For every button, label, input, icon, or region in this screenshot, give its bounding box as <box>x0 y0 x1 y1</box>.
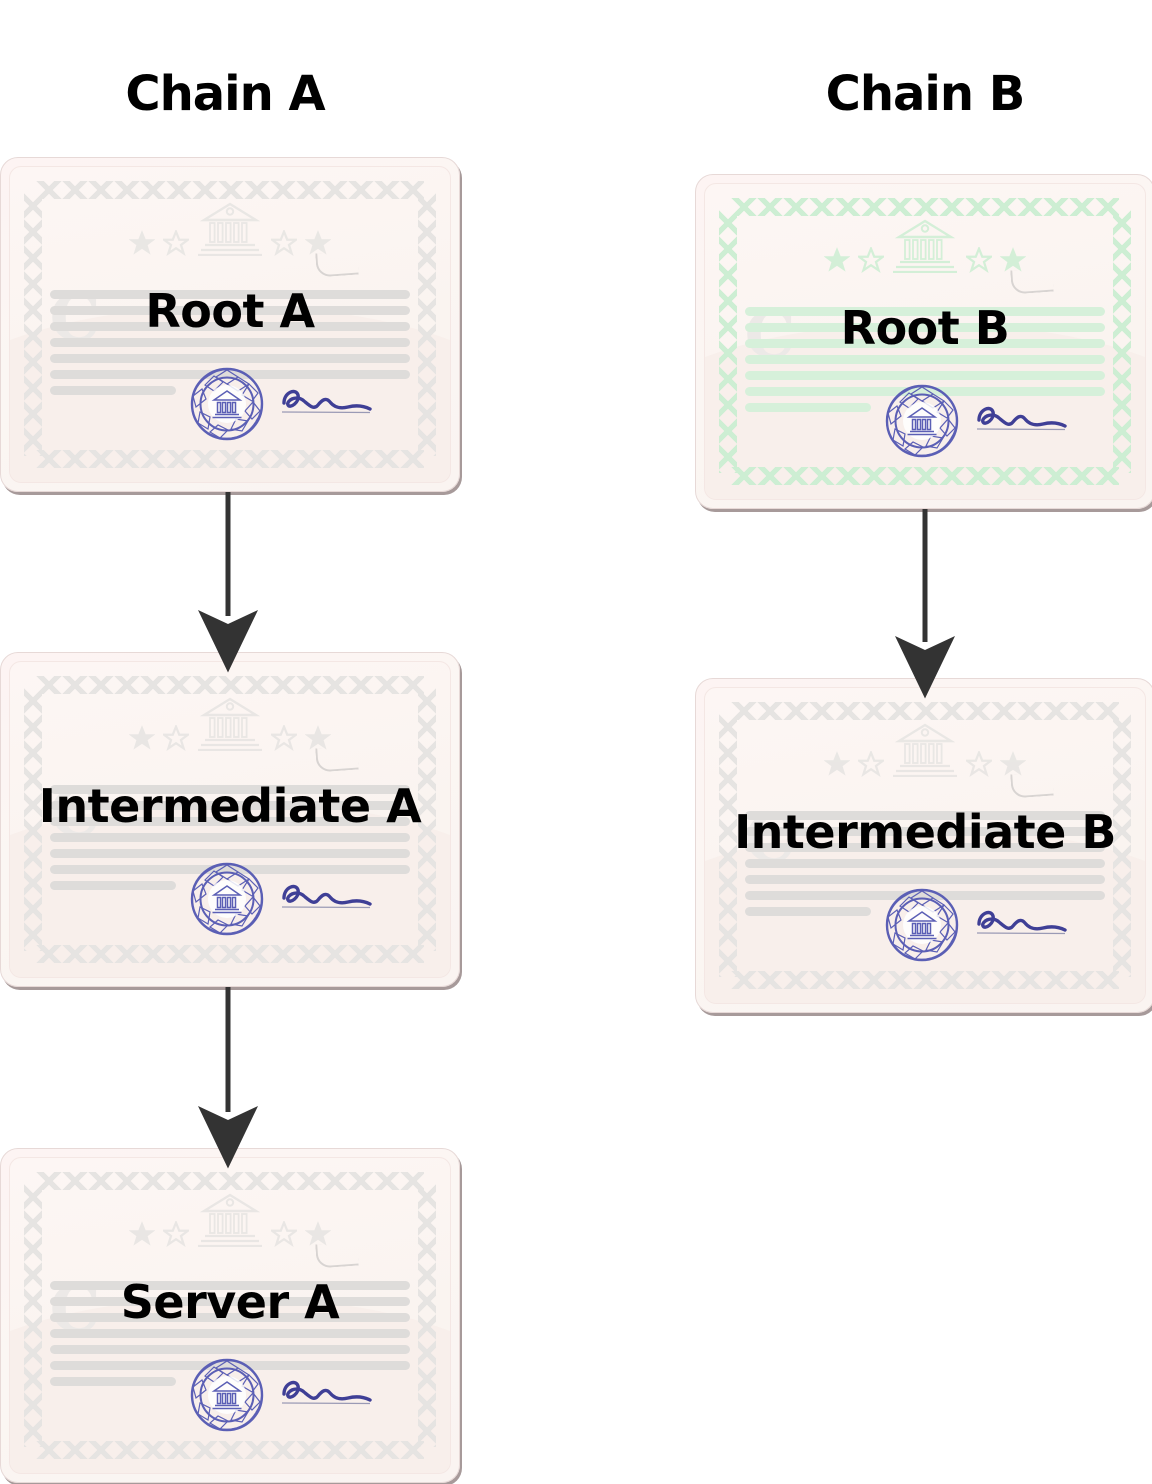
certificate-text-line <box>744 858 1106 868</box>
ornament-band-v-left <box>719 714 737 977</box>
column-title-chain-a: Chain A <box>125 66 325 122</box>
certificate-body-lines <box>49 784 411 897</box>
certificate-text-line <box>49 1312 411 1322</box>
ornament-band-v-left <box>24 1184 42 1447</box>
ornament-band-v-right <box>418 193 436 456</box>
certificate-text-line <box>49 848 411 858</box>
ornament-band-h-bot <box>731 971 1119 989</box>
certificate-body-lines <box>744 810 1106 923</box>
certificate-label-root-b: Root B <box>840 301 1010 356</box>
certificate-label-intermediate-a: Intermediate A <box>38 779 422 834</box>
certificate-text-line <box>744 906 871 916</box>
ornament-band-v-right <box>1113 714 1131 977</box>
ornament-band-v-right <box>418 1184 436 1447</box>
certificate-text-line <box>744 890 1106 900</box>
column-title-chain-b: Chain B <box>825 66 1026 122</box>
certificate-inner-frame: C <box>9 166 451 483</box>
certificate-text-line <box>744 826 1106 836</box>
certificate-text-line <box>49 1296 411 1306</box>
ornament-band-h-bot <box>36 450 424 468</box>
certificate-text-line <box>49 353 411 363</box>
certificate-text-line <box>49 289 411 299</box>
ornament-band-v-left <box>24 688 42 951</box>
certificate-text-line <box>744 370 1106 380</box>
certificate-label-intermediate-b: Intermediate B <box>734 805 1116 860</box>
ornament-band-h-top <box>36 676 424 694</box>
certificate-text-line <box>49 816 411 826</box>
ornament-band-v-right <box>1113 210 1131 473</box>
ornament-band-h-top <box>731 198 1119 216</box>
certificate-text-line <box>49 369 411 379</box>
certificate-body-lines <box>744 306 1106 419</box>
ornament-band-h-top <box>731 702 1119 720</box>
certificate-text-line <box>744 810 1106 820</box>
certificate-text-line <box>744 354 1106 364</box>
ornament-band-v-right <box>418 688 436 951</box>
certificate-text-line <box>49 1360 411 1370</box>
certificate-text-line <box>49 864 411 874</box>
certificate-text-line <box>744 874 1106 884</box>
ornament-band-h-bot <box>36 945 424 963</box>
certificate-text-line <box>49 337 411 347</box>
certificate-text-line <box>49 1280 411 1290</box>
certificate-text-line <box>49 800 411 810</box>
certificate-label-server-a: Server A <box>120 1275 340 1330</box>
certificate-text-line <box>744 842 1106 852</box>
certificate-text-line <box>744 338 1106 348</box>
ornament-band-h-bot <box>36 1441 424 1459</box>
certificate-body-lines <box>49 289 411 402</box>
ornament-band-h-top <box>36 1172 424 1190</box>
certificate-label-root-a: Root A <box>145 284 315 339</box>
certificate-text-line <box>49 880 176 890</box>
ornament-band-v-left <box>719 210 737 473</box>
certificate-text-line <box>744 306 1106 316</box>
certificate-text-line <box>49 1328 411 1338</box>
ornament-band-h-top <box>36 181 424 199</box>
certificate-text-line <box>744 402 871 412</box>
certificate-text-line <box>49 321 411 331</box>
certificate-text-line <box>49 832 411 842</box>
certificate-text-line <box>49 1344 411 1354</box>
certificate-inner-frame: C <box>9 661 451 978</box>
certificate-text-line <box>49 385 176 395</box>
certificate-text-line <box>49 1376 176 1386</box>
ornament-band-h-bot <box>731 467 1119 485</box>
certificate-inner-frame: C <box>9 1157 451 1474</box>
certificate-text-line <box>744 386 1106 396</box>
certificate-inner-frame: C <box>704 183 1146 500</box>
ornament-band-v-left <box>24 193 42 456</box>
certificate-body-lines <box>49 1280 411 1393</box>
certificate-text-line <box>49 784 411 794</box>
certificate-text-line <box>49 305 411 315</box>
certificate-text-line <box>744 322 1106 332</box>
